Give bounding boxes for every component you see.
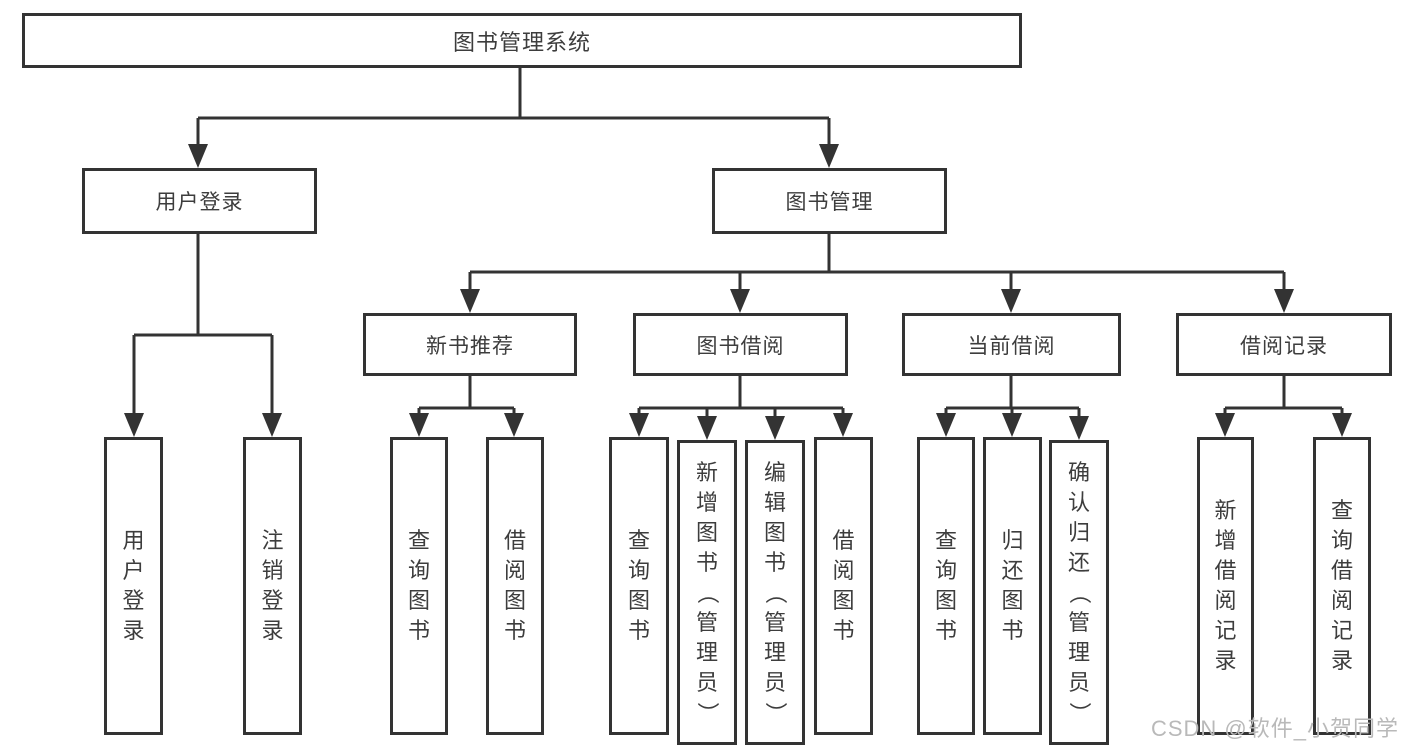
leaf-query-books-borrowing: 查询图书 <box>609 437 669 735</box>
leaf-user-login: 用户登录 <box>104 437 163 735</box>
node-library-system: 图书管理系统 <box>22 13 1022 68</box>
node-library-system-label: 图书管理系统 <box>452 29 591 55</box>
leaf-add-books-admin: 新增图书（管理员） <box>677 440 737 745</box>
node-new-book-recommend-label: 新书推荐 <box>426 334 514 358</box>
leaf-return-books: 归还图书 <box>983 437 1042 735</box>
node-current-borrowing-label: 当前借阅 <box>967 334 1056 358</box>
leaf-add-borrow-record: 新增借阅记录 <box>1197 437 1254 735</box>
leaf-borrow-books-borrowing: 借阅图书 <box>814 437 873 735</box>
node-new-book-recommend: 新书推荐 <box>363 313 577 376</box>
node-user-login-label: 用户登录 <box>155 191 244 214</box>
leaf-confirm-return-admin: 确认归还（管理员） <box>1049 440 1109 745</box>
leaf-edit-books-admin: 编辑图书（管理员） <box>745 440 805 745</box>
node-book-management-label: 图书管理 <box>785 191 874 214</box>
leaf-query-books-current: 查询图书 <box>917 437 975 735</box>
leaf-query-borrow-record: 查询借阅记录 <box>1313 437 1371 735</box>
leaf-borrow-books-recommend: 借阅图书 <box>486 437 544 735</box>
node-borrowing-records: 借阅记录 <box>1176 313 1392 376</box>
node-current-borrowing: 当前借阅 <box>902 313 1121 376</box>
node-book-borrowing: 图书借阅 <box>633 313 848 376</box>
node-user-login: 用户登录 <box>82 168 317 234</box>
leaf-query-books-recommend: 查询图书 <box>390 437 448 735</box>
node-borrowing-records-label: 借阅记录 <box>1240 334 1328 358</box>
node-book-management: 图书管理 <box>712 168 947 234</box>
watermark: CSDN @软件_小贺同学 <box>1150 716 1399 741</box>
leaf-logout: 注销登录 <box>243 437 302 735</box>
node-book-borrowing-label: 图书借阅 <box>696 334 785 358</box>
